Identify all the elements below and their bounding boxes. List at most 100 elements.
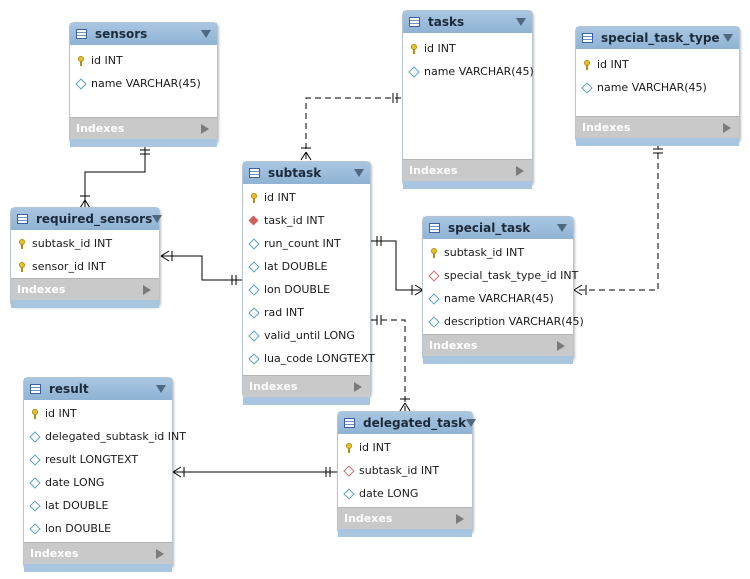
collapse-icon[interactable] [201,30,211,38]
expand-arrow-icon[interactable] [456,513,464,524]
column-row[interactable]: id INT [243,186,370,209]
column-row[interactable]: date LONG [338,482,472,505]
relationship-subtask-delegated-task[interactable] [371,315,411,412]
entity-title: delegated_task [363,416,467,430]
indexes-section[interactable]: Indexes [576,116,739,138]
relationship-subtask-special-task[interactable] [371,236,424,296]
column-row[interactable]: run_count INT [243,232,370,255]
entity-title: special_task_type [601,31,720,45]
column-label: run_count INT [264,237,341,250]
entity-title: required_sensors [36,212,153,226]
indexes-label: Indexes [76,122,125,135]
collapse-icon[interactable] [354,169,364,177]
column-row[interactable]: id INT [403,37,532,60]
column-row[interactable]: id INT [24,402,172,425]
entity-special-task-type[interactable]: special_task_type id INT name VARCHAR(45)… [575,26,740,146]
expand-arrow-icon[interactable] [723,122,731,133]
indexes-section[interactable]: Indexes [24,542,172,564]
column-label: lat DOUBLE [45,499,109,512]
collapse-icon[interactable] [723,34,733,42]
entity-header[interactable]: result [24,378,172,400]
collapse-icon[interactable] [156,385,166,393]
column-row[interactable]: name VARCHAR(45) [423,287,573,310]
column-row[interactable]: date LONG [24,471,172,494]
column-row[interactable]: name VARCHAR(45) [576,76,739,99]
entity-header[interactable]: subtask [243,162,370,184]
column-row[interactable]: lon DOUBLE [243,278,370,301]
relationship-sensors-required-sensors[interactable] [79,143,150,209]
table-icon [249,168,260,178]
entity-header[interactable]: tasks [403,11,532,33]
entity-header[interactable]: special_task [423,217,573,239]
primary-key-icon [30,408,40,419]
collapse-icon[interactable] [152,215,163,223]
table-icon [76,29,87,39]
entity-sensors[interactable]: sensors id INT name VARCHAR(45) Indexes [69,22,218,147]
expand-arrow-icon[interactable] [201,123,209,134]
indexes-section[interactable]: Indexes [243,375,370,397]
entity-header[interactable]: special_task_type [576,27,739,49]
relationship-special-task-type-special-task[interactable] [573,143,663,296]
relationship-subtask-required-sensors[interactable] [160,250,242,285]
column-row[interactable]: delegated_subtask_id INT [24,425,186,448]
entity-header[interactable]: delegated_task [338,412,477,434]
collapse-icon[interactable] [466,419,477,427]
collapse-icon[interactable] [516,18,526,26]
column-row[interactable]: subtask_id INT [11,232,159,255]
indexes-section[interactable]: Indexes [338,507,472,529]
column-row[interactable]: lon DOUBLE [24,517,172,540]
collapse-icon[interactable] [557,224,567,232]
primary-key-icon [582,59,592,70]
expand-arrow-icon[interactable] [143,284,151,295]
entity-header[interactable]: sensors [70,23,217,45]
column-row[interactable]: valid_until LONG [243,324,370,347]
column-label: name VARCHAR(45) [444,292,554,305]
column-row[interactable]: name VARCHAR(45) [403,60,534,83]
expand-arrow-icon[interactable] [354,381,362,392]
indexes-section[interactable]: Indexes [403,159,532,181]
column-row[interactable]: result LONGTEXT [24,448,172,471]
column-row[interactable]: id INT [338,436,472,459]
primary-key-icon [344,442,354,453]
indexes-label: Indexes [30,547,79,560]
indexes-section[interactable]: Indexes [11,278,159,300]
column-row[interactable]: lua_code LONGTEXT [243,347,375,370]
indexes-label: Indexes [429,339,478,352]
column-row[interactable]: id INT [70,49,217,72]
column-row[interactable]: id INT [576,53,739,76]
column-row[interactable]: subtask_id INT [423,241,573,264]
column-label: id INT [91,54,123,67]
entity-footer [423,356,573,364]
expand-arrow-icon[interactable] [557,340,565,351]
column-row[interactable]: name VARCHAR(45) [70,72,217,95]
column-row[interactable]: lat DOUBLE [24,494,172,517]
indexes-label: Indexes [249,380,298,393]
indexes-section[interactable]: Indexes [423,334,573,356]
entity-header[interactable]: required_sensors [11,208,163,230]
column-label: description VARCHAR(45) [444,315,584,328]
expand-arrow-icon[interactable] [156,548,164,559]
column-row[interactable]: subtask_id INT [338,459,472,482]
column-label: id INT [597,58,629,71]
column-row[interactable]: lat DOUBLE [243,255,370,278]
entity-title: subtask [268,166,322,180]
column-row[interactable]: special_task_type_id INT [423,264,578,287]
column-row[interactable]: sensor_id INT [11,255,159,278]
relationship-tasks-subtask[interactable] [300,93,401,161]
expand-arrow-icon[interactable] [516,165,524,176]
column-row[interactable]: task_id INT [243,209,370,232]
column-row[interactable]: rad INT [243,301,370,324]
column-label: lon DOUBLE [45,522,112,535]
primary-key-icon [409,43,419,54]
indexes-section[interactable]: Indexes [70,117,217,139]
attribute-icon [249,239,259,249]
relationship-delegated-task-result[interactable] [172,466,338,478]
column-row[interactable]: description VARCHAR(45) [423,310,584,333]
